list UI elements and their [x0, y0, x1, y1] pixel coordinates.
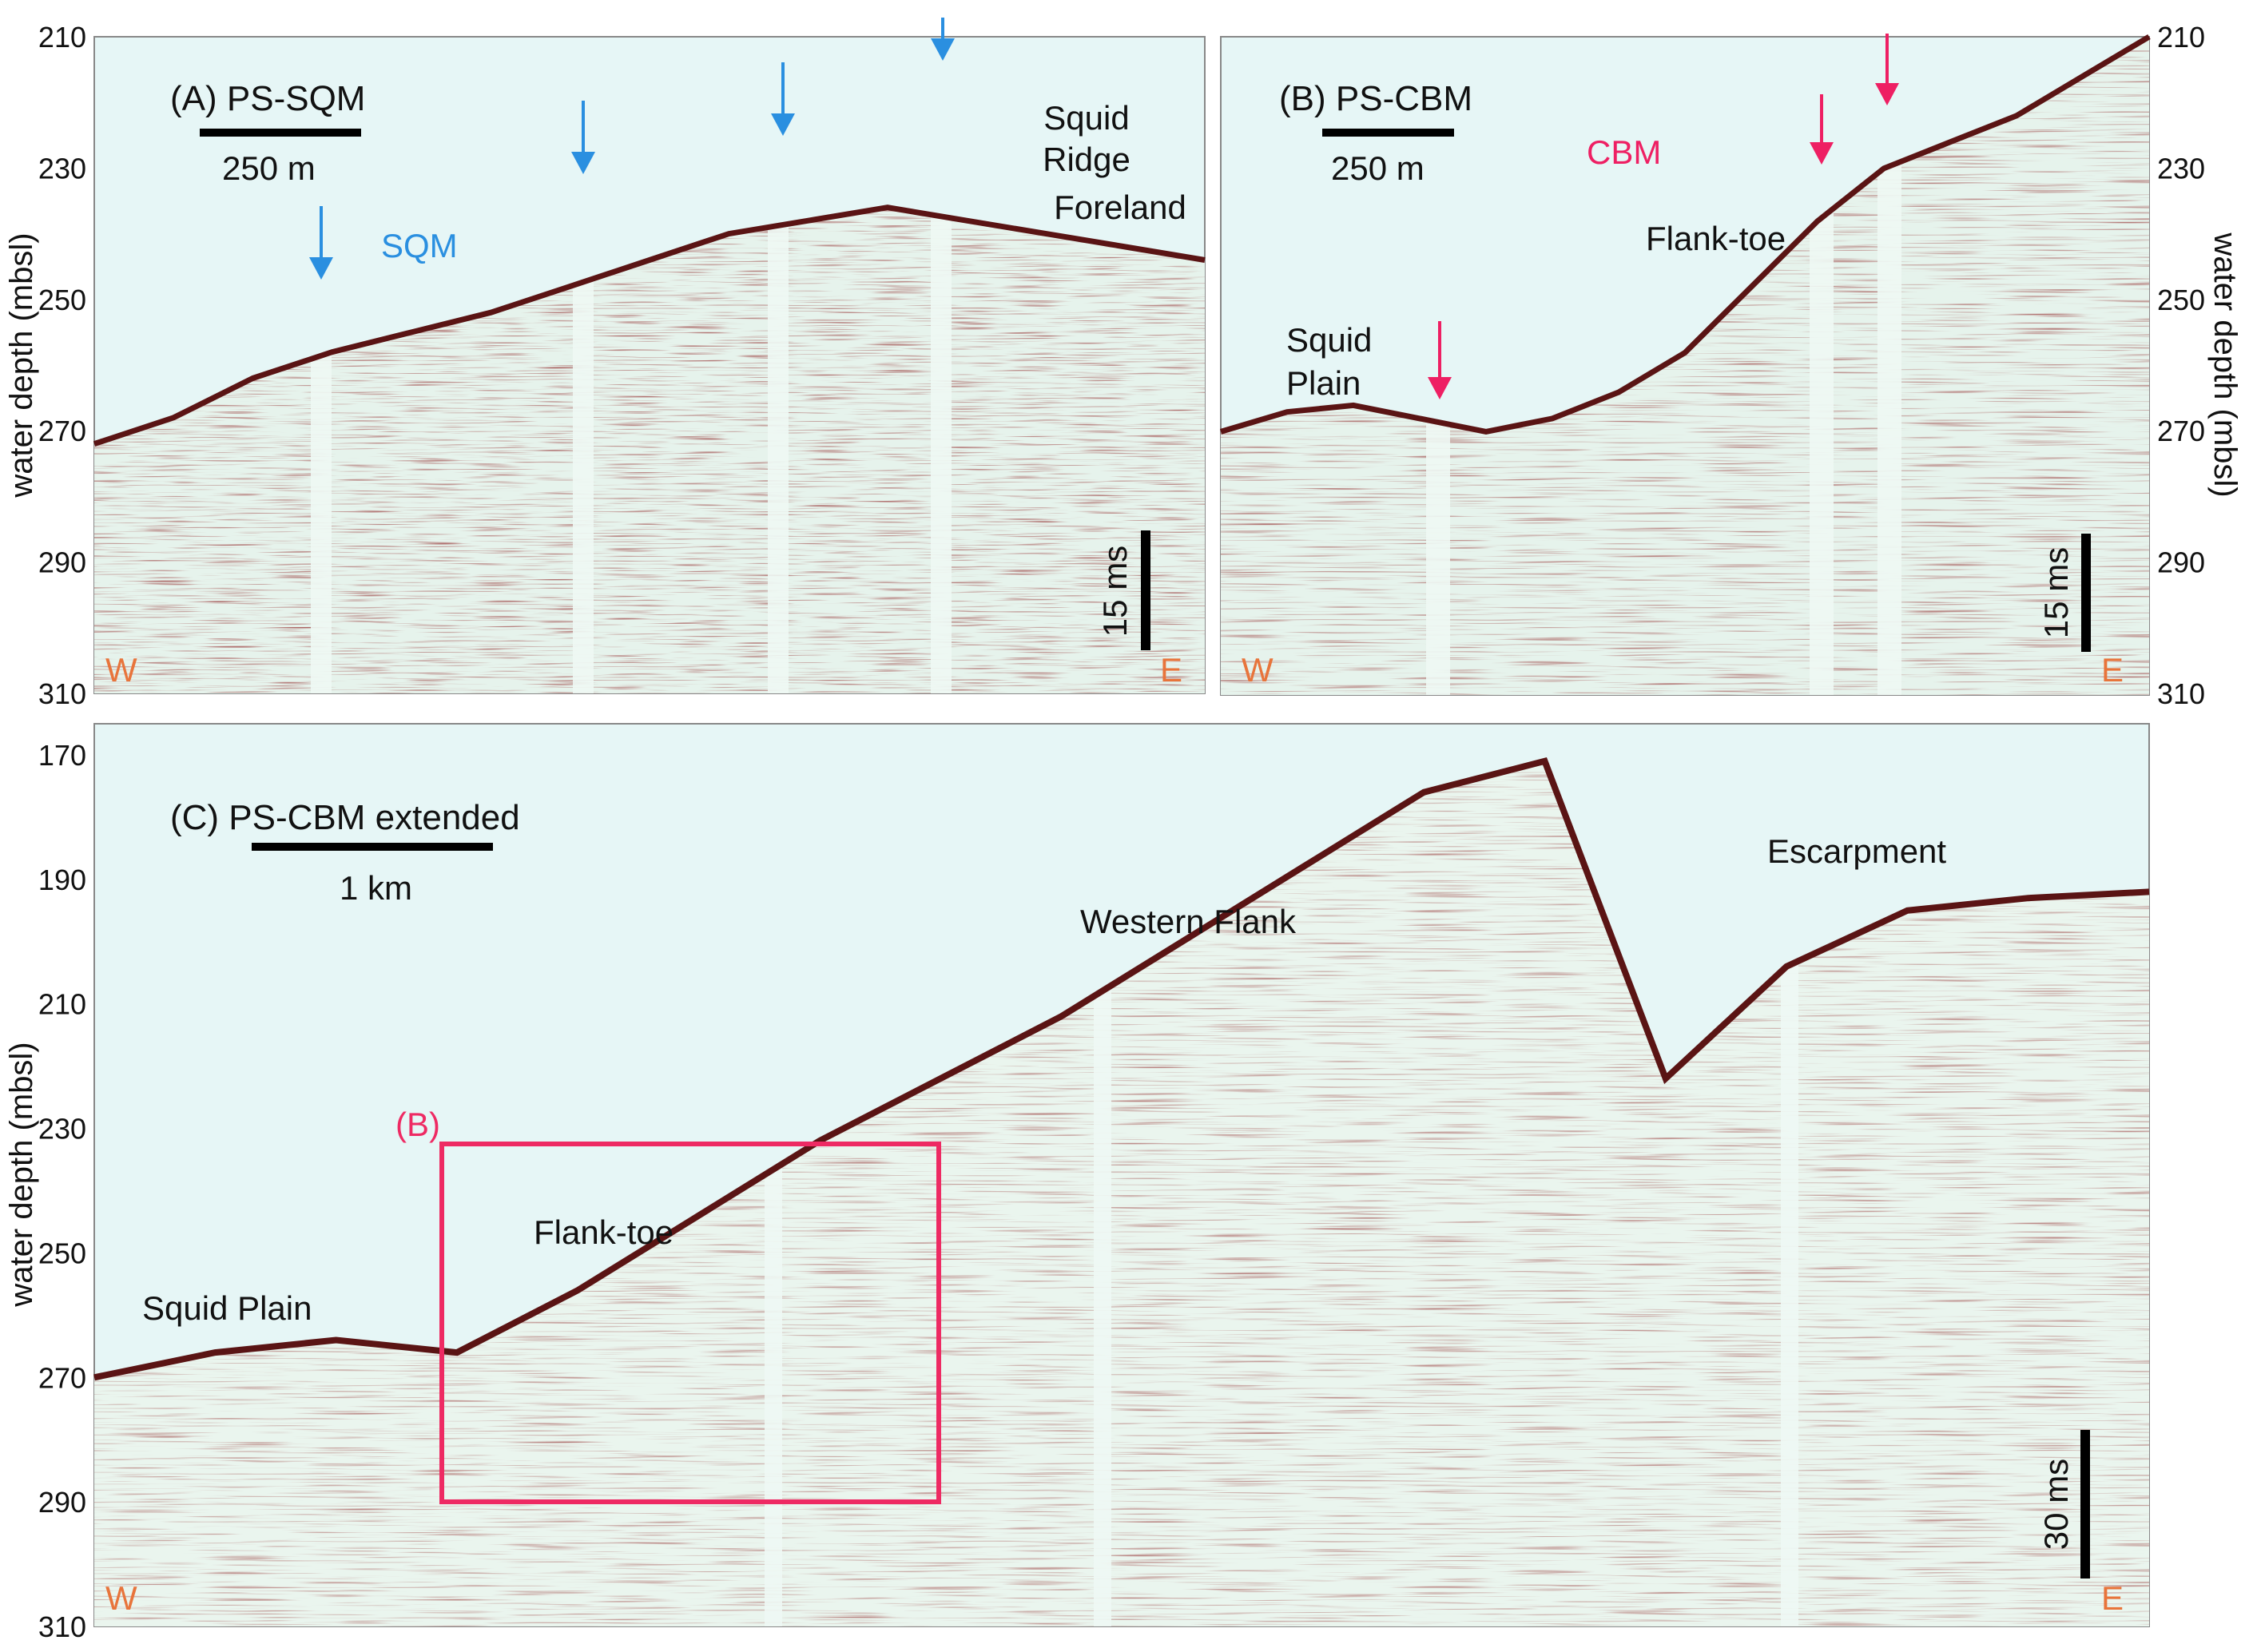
panel-c-title: (C) PS-CBM extended	[170, 798, 520, 837]
panel-c-y-ticks: 170 190 210 230 250 270 290 310	[38, 739, 86, 1643]
panel-a-feature-line-2: Ridge	[1043, 141, 1130, 178]
panel-c-seafloor-reflector	[93, 757, 2150, 1381]
panel-c-east: E	[2101, 1579, 2124, 1617]
y-tick-label: 170	[38, 739, 86, 772]
panel-a-title: (A) PS-SQM	[170, 79, 365, 118]
panel-b-feature-plain-1: Squid	[1286, 321, 1372, 359]
y-tick-label: 310	[38, 1610, 86, 1643]
panel-a: (A) PS-SQM 250 m SQM Squid Ridge Forelan…	[4, 18, 1206, 710]
panel-b-time-bar	[2081, 534, 2091, 652]
y-tick-label: 230	[2157, 152, 2205, 185]
panel-c-time-bar	[2080, 1430, 2090, 1579]
seep-arrow-head	[1875, 83, 1899, 105]
panel-b-y-ticks: 210 230 250 270 290 310	[2157, 21, 2205, 710]
panel-a-seep-arrows	[309, 18, 955, 280]
seep-arrow-head	[309, 257, 333, 280]
panel-b-scale-bar	[1322, 129, 1454, 137]
y-tick-label: 310	[38, 677, 86, 710]
panel-b-seep-label: CBM	[1587, 133, 1661, 171]
panel-c-scale-label: 1 km	[340, 869, 412, 907]
y-tick-label: 250	[38, 1237, 86, 1269]
y-tick-label: 290	[2157, 546, 2205, 579]
panel-c-time-label: 30 ms	[2037, 1459, 2075, 1550]
panel-a-seep-label: SQM	[381, 227, 458, 264]
panel-b-feature-plain-2: Plain	[1286, 364, 1361, 402]
panel-c-scale-bar	[252, 843, 493, 851]
panel-a-y-ticks: 210 230 250 270 290 310	[38, 21, 86, 710]
gas-wipeout	[1781, 760, 1798, 1626]
y-tick-label: 250	[38, 284, 86, 316]
panel-a-scale-bar	[200, 129, 361, 137]
seep-arrow-head	[571, 152, 595, 174]
panel-c-flank-toe: Flank-toe	[534, 1213, 674, 1251]
panel-b-east: E	[2101, 651, 2124, 689]
y-tick-label: 210	[2157, 21, 2205, 54]
y-tick-label: 190	[38, 864, 86, 896]
y-tick-label: 270	[38, 415, 86, 447]
panel-c-west: W	[105, 1579, 137, 1617]
y-tick-label: 230	[38, 1113, 86, 1146]
y-tick-label: 230	[38, 152, 86, 185]
panel-b-seep-arrows	[1428, 34, 1899, 399]
panel-c-inset-box	[439, 1142, 941, 1504]
panel-a-feature-line-3: Foreland	[1054, 189, 1186, 226]
panel-a-feature-line-1: Squid	[1043, 99, 1129, 137]
panel-b: (B) PS-CBM 250 m CBM Flank-toe Squid Pla…	[1220, 21, 2243, 710]
y-tick-label: 310	[2157, 677, 2205, 710]
panel-b-west: W	[1242, 651, 1274, 689]
y-tick-label: 290	[38, 546, 86, 579]
panel-a-scale-label: 250 m	[222, 149, 316, 187]
panel-a-seafloor-reflector	[93, 205, 1206, 447]
panel-c-western-flank: Western Flank	[1080, 903, 1297, 940]
seep-arrow-head	[1428, 377, 1452, 399]
panel-b-y-axis-label: water depth (mbsl)	[2207, 232, 2243, 497]
y-tick-label: 270	[38, 1361, 86, 1394]
y-tick-label: 290	[38, 1486, 86, 1519]
seep-arrow-head	[931, 38, 955, 61]
gas-wipeout	[931, 207, 952, 693]
panel-a-y-axis-label: water depth (mbsl)	[4, 232, 39, 498]
gas-wipeout	[768, 207, 789, 693]
panel-c-y-axis-label: water depth (mbsl)	[4, 1042, 39, 1307]
y-tick-label: 210	[38, 988, 86, 1021]
panel-a-time-label: 15 ms	[1096, 546, 1134, 637]
y-tick-label: 250	[2157, 284, 2205, 316]
y-tick-label: 210	[38, 21, 86, 54]
panel-c: (C) PS-CBM extended 1 km Escarpment West…	[4, 723, 2150, 1643]
panel-c-escarpment: Escarpment	[1767, 832, 1946, 870]
panel-a-time-bar	[1141, 530, 1150, 650]
gas-wipeout	[573, 207, 594, 693]
panel-a-east: E	[1160, 651, 1182, 689]
panel-c-inset-box-label: (B)	[395, 1106, 440, 1143]
panel-c-squid-plain: Squid Plain	[142, 1289, 312, 1327]
seep-arrow-head	[1810, 142, 1834, 165]
seep-arrow-head	[771, 113, 795, 136]
y-tick-label: 270	[2157, 415, 2205, 447]
panel-b-feature-toe: Flank-toe	[1646, 220, 1786, 257]
panel-b-scale-label: 250 m	[1331, 149, 1425, 187]
panel-b-title: (B) PS-CBM	[1279, 79, 1472, 118]
panel-b-seafloor-reflector	[1220, 34, 2151, 435]
panel-b-time-label: 15 ms	[2037, 547, 2075, 638]
panel-a-west: W	[105, 651, 137, 689]
